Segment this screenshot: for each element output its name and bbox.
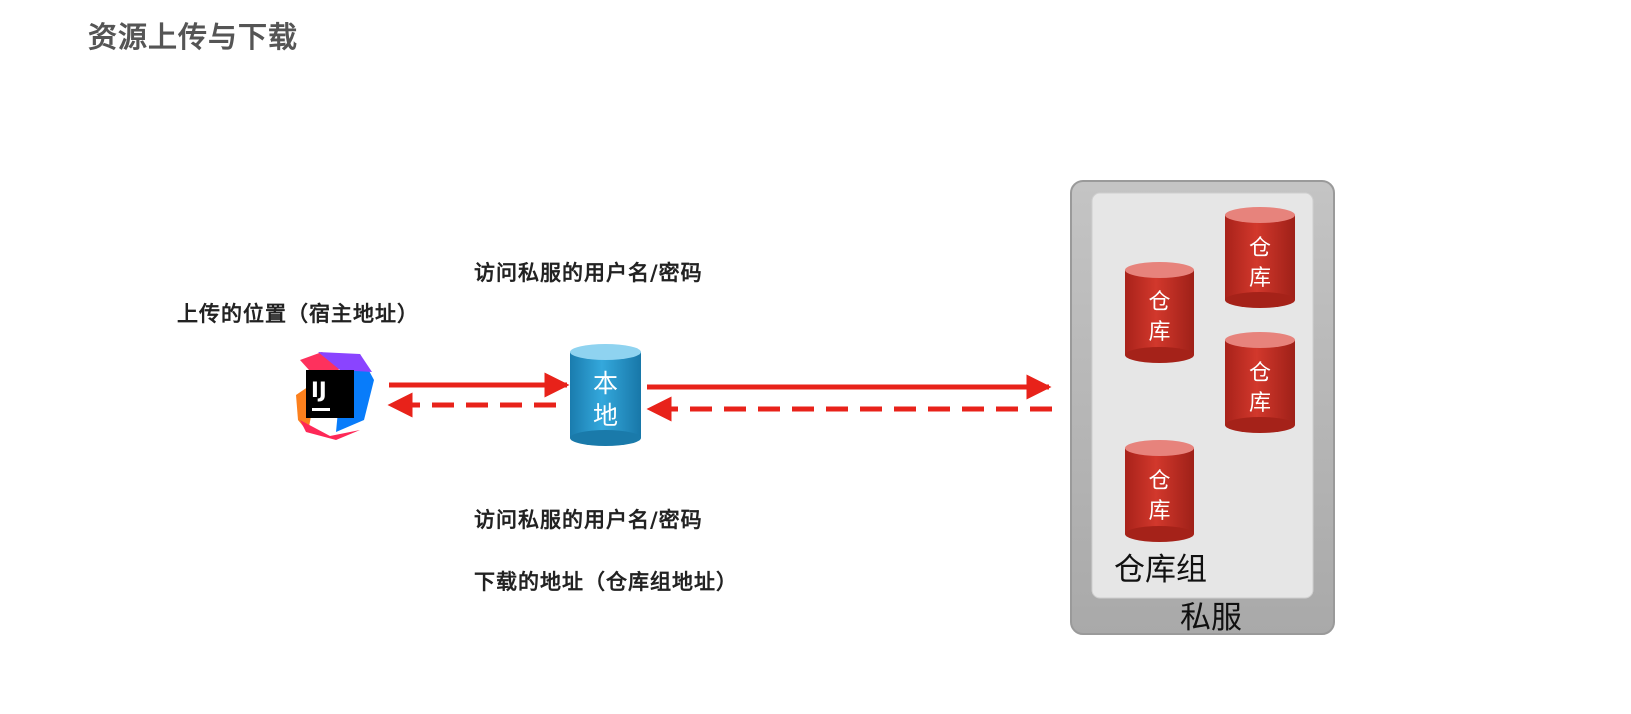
repository-text-2: 库 [1148, 499, 1170, 524]
repository-text-1: 仓 [1148, 290, 1170, 315]
page-title: 资源上传与下载 [88, 20, 299, 54]
repository-cylinder: 仓 库 [1125, 440, 1194, 542]
repository-group-label: 仓库组 [1114, 552, 1207, 588]
repository-cylinder: 仓 库 [1125, 262, 1194, 363]
download-address-label: 下载的地址（仓库组地址） [474, 570, 738, 594]
local-repository-cylinder: 本 地 [570, 344, 641, 446]
repository-text-1: 仓 [1249, 236, 1271, 261]
local-repo-text-2: 地 [593, 401, 618, 430]
repository-text-1: 仓 [1148, 469, 1170, 494]
repository-cylinder: 仓 库 [1225, 332, 1295, 433]
credentials-label-bottom: 访问私服的用户名/密码 [474, 508, 703, 532]
ide-icon-text: IJ [311, 378, 327, 402]
repository-text-1: 仓 [1249, 361, 1271, 386]
credentials-label-top: 访问私服的用户名/密码 [474, 261, 703, 285]
intellij-idea-icon: IJ [296, 352, 374, 440]
private-server-label: 私服 [1180, 600, 1242, 636]
local-repo-text-1: 本 [593, 369, 618, 398]
repository-text-2: 库 [1249, 266, 1271, 291]
repository-text-2: 库 [1249, 391, 1271, 416]
repository-cylinder: 仓 库 [1225, 207, 1295, 308]
upload-location-label: 上传的位置（宿主地址） [177, 302, 419, 326]
repository-text-2: 库 [1148, 320, 1170, 345]
